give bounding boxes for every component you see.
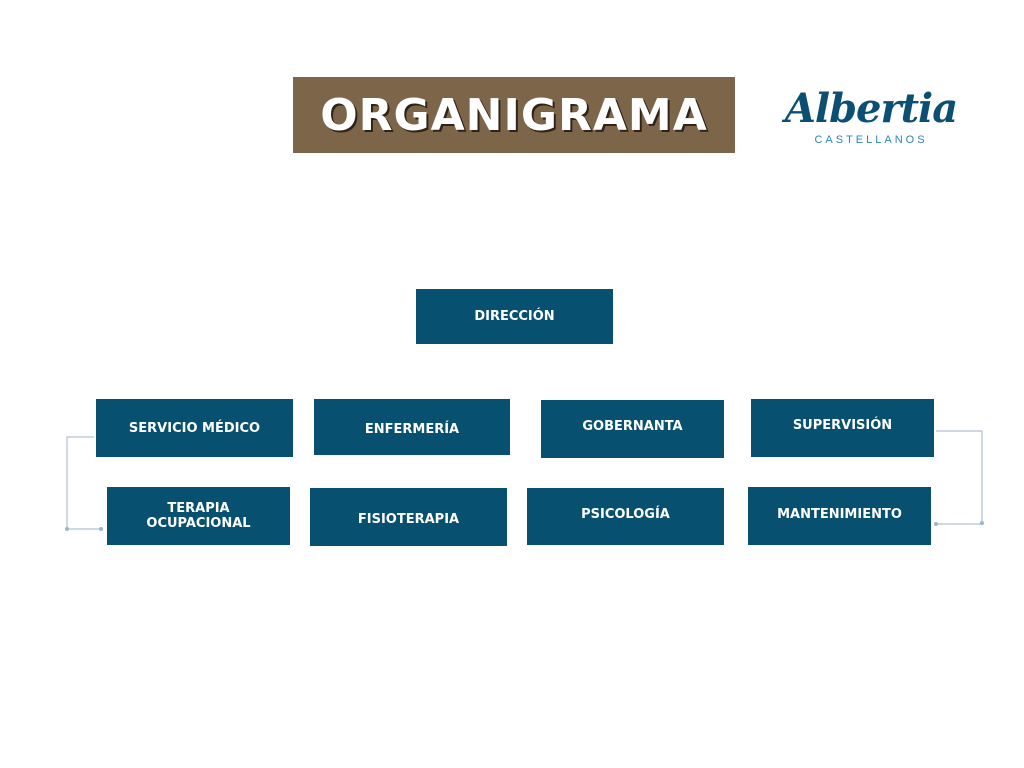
node-psicologia: PSICOLOGÍA — [527, 488, 724, 545]
connector-right-dot-end — [934, 522, 938, 526]
title-banner: ORGANIGRAMA — [293, 77, 735, 153]
albertia-logo: Albertia CASTELLANOS — [782, 84, 960, 154]
node-terapia-ocupacional: TERAPIA OCUPACIONAL — [107, 487, 290, 545]
node-enfermeria: ENFERMERÍA — [314, 399, 510, 455]
logo-wordmark: Albertia — [784, 85, 958, 132]
connector-left-dot-end — [99, 527, 103, 531]
page-title: ORGANIGRAMA — [320, 89, 708, 141]
connector-right — [934, 430, 983, 525]
node-mantenimiento: MANTENIMIENTO — [748, 487, 931, 545]
logo-subtitle: CASTELLANOS — [814, 134, 928, 146]
node-supervision: SUPERVISIÓN — [751, 399, 934, 457]
node-fisioterapia: FISIOTERAPIA — [310, 488, 507, 546]
node-direccion: DIRECCIÓN — [416, 289, 613, 344]
connector-left-dot — [65, 527, 69, 531]
node-servicio-medico: SERVICIO MÉDICO — [96, 399, 293, 457]
connector-right-dot — [980, 521, 984, 525]
node-gobernanta: GOBERNANTA — [541, 400, 724, 458]
